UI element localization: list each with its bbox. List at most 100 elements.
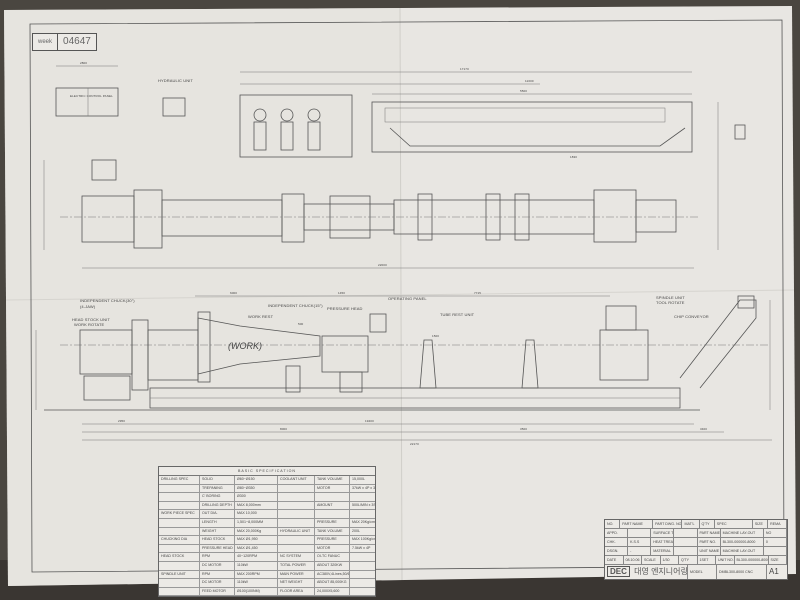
spec-cell: 500L/MIN x 3SET — [352, 502, 375, 507]
spec-cell: 40~120RPM — [235, 553, 278, 561]
spec-cell — [278, 493, 315, 501]
spec-cell: SOLID — [200, 476, 235, 484]
title-block-cell: SCALE — [642, 556, 661, 564]
spec-cell: MAIN POWER — [278, 570, 315, 579]
label-head-stock: HEAD STOCK UNIT — [72, 317, 110, 322]
spec-cell: CHUCKING DIA — [159, 536, 200, 544]
spec-cell: PRESSURE — [315, 536, 350, 544]
dim: 19400 — [365, 419, 374, 423]
title-block-cell: BL300-000000-8000 — [736, 556, 769, 564]
title-block-cell — [764, 547, 787, 555]
title-block-cell: MATERIAL — [651, 547, 675, 555]
spec-cell — [278, 484, 315, 493]
spec-cell — [278, 501, 315, 510]
spec-cell: COOLANT UNIT — [278, 476, 315, 484]
title-block-cell — [674, 529, 698, 537]
spec-cell — [159, 484, 200, 493]
title-block-cell — [628, 529, 652, 537]
spec-cell: NC SYSTEM — [278, 553, 315, 561]
label-operating-panel: OPERATING PANEL — [388, 296, 427, 301]
title-block-cell: - — [628, 547, 652, 555]
title-block-cell: 08.10.06 — [624, 556, 642, 564]
spec-cell: DRILLING DEPTH — [200, 501, 235, 510]
spec-cell: ABOUT 85,000KG — [315, 579, 350, 587]
title-block-cell: HEAT TREATMENT — [653, 538, 675, 546]
spec-cell: SPINDLE UNIT — [159, 570, 200, 579]
title-block-cell: K.S.S — [628, 538, 652, 546]
spec-cell: WORK PIECE SPEC — [159, 510, 200, 518]
spec-cell: AC380V,4Lines,50/60Hz — [315, 570, 350, 579]
title-block-cell: 0 — [764, 538, 787, 546]
title-block-cell: 1/30 — [661, 556, 679, 564]
title-block-cell: NO — [764, 529, 787, 537]
title-block-header-cell: REMA — [768, 520, 787, 528]
title-block-cell — [674, 547, 698, 555]
dim: 22170 — [410, 442, 419, 446]
spec-cell — [315, 510, 350, 518]
spec-cell: Ø80~Ø350 — [235, 484, 278, 493]
title-block-cell: SIZE — [769, 556, 787, 564]
title-block-header-cell: Q'TY — [700, 520, 715, 528]
title-block-footer: DEC 대영 엔지니어링 MODEL DMBL300-8000 CNC A1 — [605, 565, 787, 579]
label-work-rest: WORK REST — [248, 314, 274, 319]
spec-cell — [159, 501, 200, 510]
spec-table-title: BASIC SPECIFICATION — [159, 467, 375, 476]
spec-cell: HEAD STOCK — [159, 553, 200, 561]
spec-cell — [350, 579, 375, 587]
spec-cell: 37kW x 4P x 3set — [352, 485, 375, 490]
drawing-number: 04647 — [63, 36, 91, 47]
spec-cell — [350, 588, 375, 596]
title-block-cell: DSGN. — [605, 547, 629, 555]
spec-cell: OUT DIA. — [200, 510, 235, 518]
spec-cell: 24,000X5,600 — [315, 587, 350, 596]
dim: 7715 — [474, 291, 482, 295]
sheet-size: A1 — [769, 567, 779, 576]
spec-cell: MAX Ø1,450 — [235, 544, 278, 553]
dim: 500 — [298, 322, 304, 326]
dim: 1500 — [432, 334, 440, 338]
spec-cell — [350, 510, 375, 518]
spec-cell: MOTOR — [315, 484, 350, 493]
dim: 8000 — [280, 427, 288, 431]
spec-cell — [159, 527, 200, 536]
model-value: DMBL300-8000 CNC — [717, 565, 767, 579]
spec-cell: Ø60~Ø150 — [235, 476, 278, 484]
title-block-header-cell: NO. — [605, 520, 621, 528]
spec-cell: NET WEIGHT — [278, 579, 315, 587]
dim: 3500 — [520, 427, 528, 431]
spec-cell: DC MOTOR — [200, 561, 235, 570]
title-block-cell — [674, 538, 698, 546]
title-block-cell: SURFACE TREATMENT — [653, 529, 675, 537]
spec-cell: 200L — [352, 528, 360, 533]
dim: 2950 — [118, 419, 126, 423]
spec-cell: PRESSURE — [315, 518, 350, 527]
spec-cell: ABOUT 320KW — [315, 561, 350, 570]
spec-cell — [278, 510, 315, 518]
plan-view — [43, 65, 746, 269]
spec-cell — [278, 544, 315, 553]
dim: 17170 — [460, 67, 469, 71]
title-block-cell: 1SET — [698, 556, 716, 564]
company-name: DEC 대영 엔지니어링 — [605, 565, 688, 579]
spec-cell — [278, 518, 315, 527]
label-work-rotate: WORK ROTATE — [74, 322, 105, 327]
title-block-cell: PART NAME — [699, 529, 721, 537]
spec-cell: HYDRAULIC UNIT — [278, 527, 315, 536]
label-chip-conveyor: CHIP CONVEYOR — [674, 314, 709, 319]
spec-cell: PRESSURE HEAD — [200, 544, 235, 553]
spec-cell: DC MOTOR — [200, 579, 235, 587]
spec-cell: FLOOR AREA — [278, 587, 315, 596]
